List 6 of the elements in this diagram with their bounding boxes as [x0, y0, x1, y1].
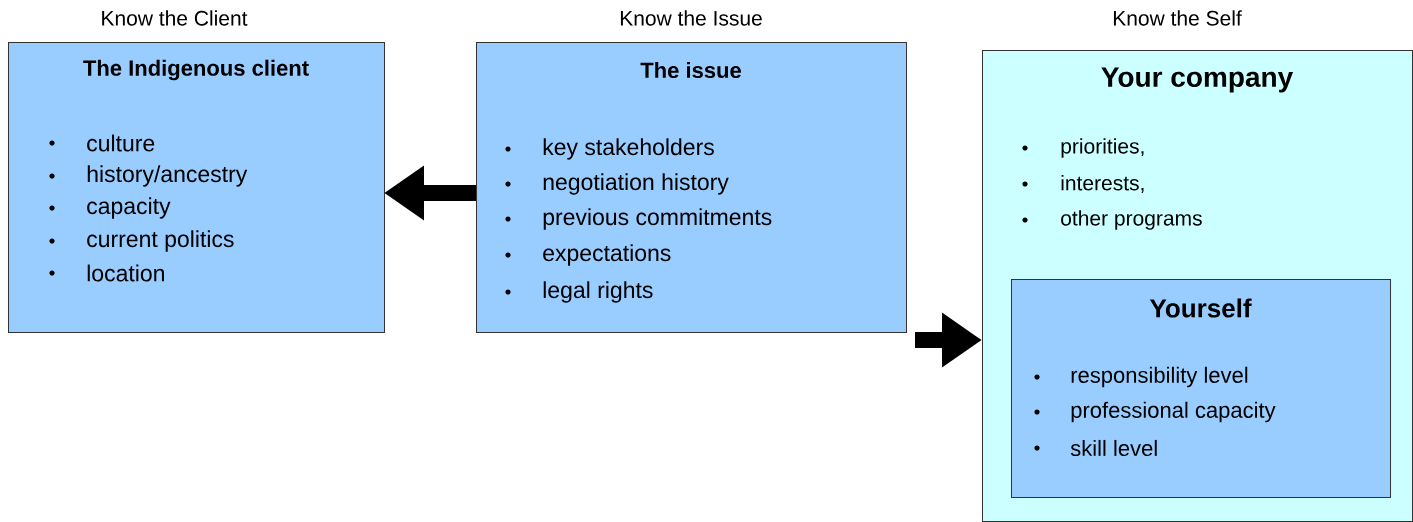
content-box: The issue key stakeholders negotiation history previous commitments expectations legal rights	[476, 42, 907, 333]
content-box: Yourself responsibility level professional capacity skill level	[1011, 279, 1391, 498]
heading-label: Know the Issue	[620, 10, 762, 26]
content-box: The Indigenous client culture history/ancestry capacity current politics location	[8, 42, 385, 333]
heading-label: Know the Self	[1113, 10, 1242, 26]
heading-label: Know the Client	[102, 10, 248, 26]
